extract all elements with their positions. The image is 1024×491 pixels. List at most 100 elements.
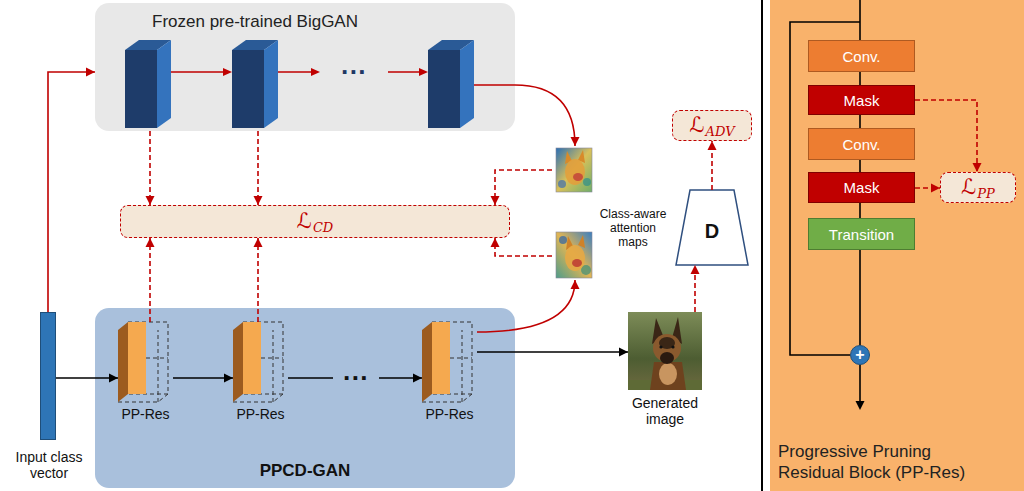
connector-line bbox=[288, 377, 422, 379]
ellipsis-dots: ··· bbox=[333, 365, 379, 391]
detail-panel: Conv.MaskConv.MaskℒPPTransition+Progress… bbox=[770, 0, 1024, 491]
connector-line bbox=[915, 100, 977, 172]
connector bbox=[708, 141, 717, 190]
attention-map-pair: Class-aware attention maps bbox=[552, 146, 594, 280]
generated-image: Generated image bbox=[628, 312, 702, 390]
loss-symbol: ℒ bbox=[297, 211, 312, 232]
connector bbox=[288, 374, 422, 383]
connector-line bbox=[56, 377, 118, 379]
arrowhead bbox=[619, 348, 628, 357]
loss-symbol: ℒ bbox=[961, 177, 976, 198]
loss-subscript: ADV bbox=[706, 125, 735, 138]
connector bbox=[515, 85, 580, 146]
connector bbox=[173, 374, 233, 383]
arrowhead bbox=[691, 265, 700, 274]
arrowhead bbox=[254, 196, 263, 205]
transition-box: Transition bbox=[808, 218, 915, 250]
connector-line bbox=[495, 170, 552, 205]
box-label: Mask bbox=[844, 92, 880, 109]
generator-block-stack bbox=[125, 40, 474, 128]
arrowhead bbox=[571, 280, 580, 289]
connector-line bbox=[859, 203, 861, 218]
connector bbox=[146, 131, 155, 205]
residual-wires bbox=[790, 0, 865, 410]
connector bbox=[860, 250, 861, 345]
discriminator-label: D bbox=[705, 220, 719, 243]
box-label: Transition bbox=[829, 226, 894, 243]
connector bbox=[860, 115, 861, 128]
connector bbox=[860, 160, 861, 172]
arrowhead bbox=[931, 184, 940, 193]
vector-label: Input class vector bbox=[7, 449, 91, 481]
connector-line bbox=[149, 131, 151, 205]
connector bbox=[254, 238, 263, 322]
connector-line bbox=[149, 238, 151, 322]
connector bbox=[691, 265, 700, 312]
arrowhead bbox=[254, 238, 263, 247]
panel-title: PPCD-GAN bbox=[95, 461, 515, 481]
connector-line bbox=[495, 238, 552, 256]
box-label: Mask bbox=[844, 179, 880, 196]
pruned-block-icons bbox=[118, 322, 472, 402]
connector bbox=[254, 131, 263, 205]
loss-symbol: ℒ bbox=[689, 115, 704, 136]
image-caption: Generated image bbox=[620, 395, 710, 427]
discriminator-shape bbox=[676, 190, 748, 265]
arrowhead bbox=[224, 374, 233, 383]
loss-subscript: PP bbox=[977, 187, 995, 200]
connector-line bbox=[477, 280, 575, 332]
connector bbox=[491, 170, 553, 205]
connector bbox=[915, 184, 940, 193]
feature-flow-arrows bbox=[171, 68, 515, 85]
box-label: Conv. bbox=[842, 48, 880, 65]
arrowhead bbox=[708, 141, 717, 150]
connector-line bbox=[257, 131, 259, 205]
generator-panel: PP-ResPP-ResPP-ResPPCD-GAN bbox=[95, 308, 515, 488]
discriminator-trapezoid: D bbox=[676, 190, 748, 265]
mask-box: Mask bbox=[808, 85, 915, 115]
pruning-block: PP-Res bbox=[422, 322, 477, 402]
connector-line bbox=[48, 72, 95, 312]
loss-box: ℒCD bbox=[120, 205, 510, 238]
arrowhead bbox=[571, 137, 580, 146]
connector-line bbox=[859, 72, 861, 85]
connector bbox=[48, 68, 95, 313]
connector-line bbox=[477, 351, 628, 353]
connector-line bbox=[515, 85, 575, 146]
box-label: Conv. bbox=[842, 136, 880, 153]
connector-line bbox=[859, 160, 861, 172]
block-label: PP-Res bbox=[110, 406, 181, 422]
pruning-block: PP-Res bbox=[118, 322, 173, 402]
connector bbox=[56, 374, 118, 383]
arrowhead bbox=[491, 238, 500, 247]
conv-box: Conv. bbox=[808, 40, 915, 72]
connector-line bbox=[257, 238, 259, 322]
sum-circle: + bbox=[850, 345, 870, 365]
connector bbox=[860, 72, 861, 85]
arrowhead bbox=[491, 196, 500, 205]
connector bbox=[915, 100, 982, 172]
divider-line bbox=[761, 0, 763, 491]
connector bbox=[491, 238, 553, 256]
arrowhead bbox=[973, 163, 982, 172]
connector bbox=[146, 238, 155, 322]
input-vector-bar: Input class vector bbox=[40, 312, 56, 440]
arrowhead bbox=[109, 374, 118, 383]
arrowhead bbox=[146, 196, 155, 205]
pruning-block: PP-Res bbox=[233, 322, 288, 402]
arrowhead bbox=[86, 68, 95, 77]
arrowhead bbox=[413, 374, 422, 383]
panel-title: Progressive Pruning Residual Block (PP-R… bbox=[778, 442, 983, 483]
panel-title: Frozen pre-trained BigGAN bbox=[152, 12, 358, 32]
connector bbox=[477, 280, 580, 332]
block-label: PP-Res bbox=[225, 406, 296, 422]
ellipsis-dots: ··· bbox=[331, 59, 377, 85]
arrowhead bbox=[146, 238, 155, 247]
loss-subscript: CD bbox=[313, 221, 333, 234]
connector bbox=[477, 348, 628, 357]
loss-box: ℒPP bbox=[940, 172, 1016, 203]
image-caption: Class-aware attention maps bbox=[596, 208, 670, 249]
block-label: PP-Res bbox=[414, 406, 485, 422]
connector bbox=[860, 203, 861, 218]
